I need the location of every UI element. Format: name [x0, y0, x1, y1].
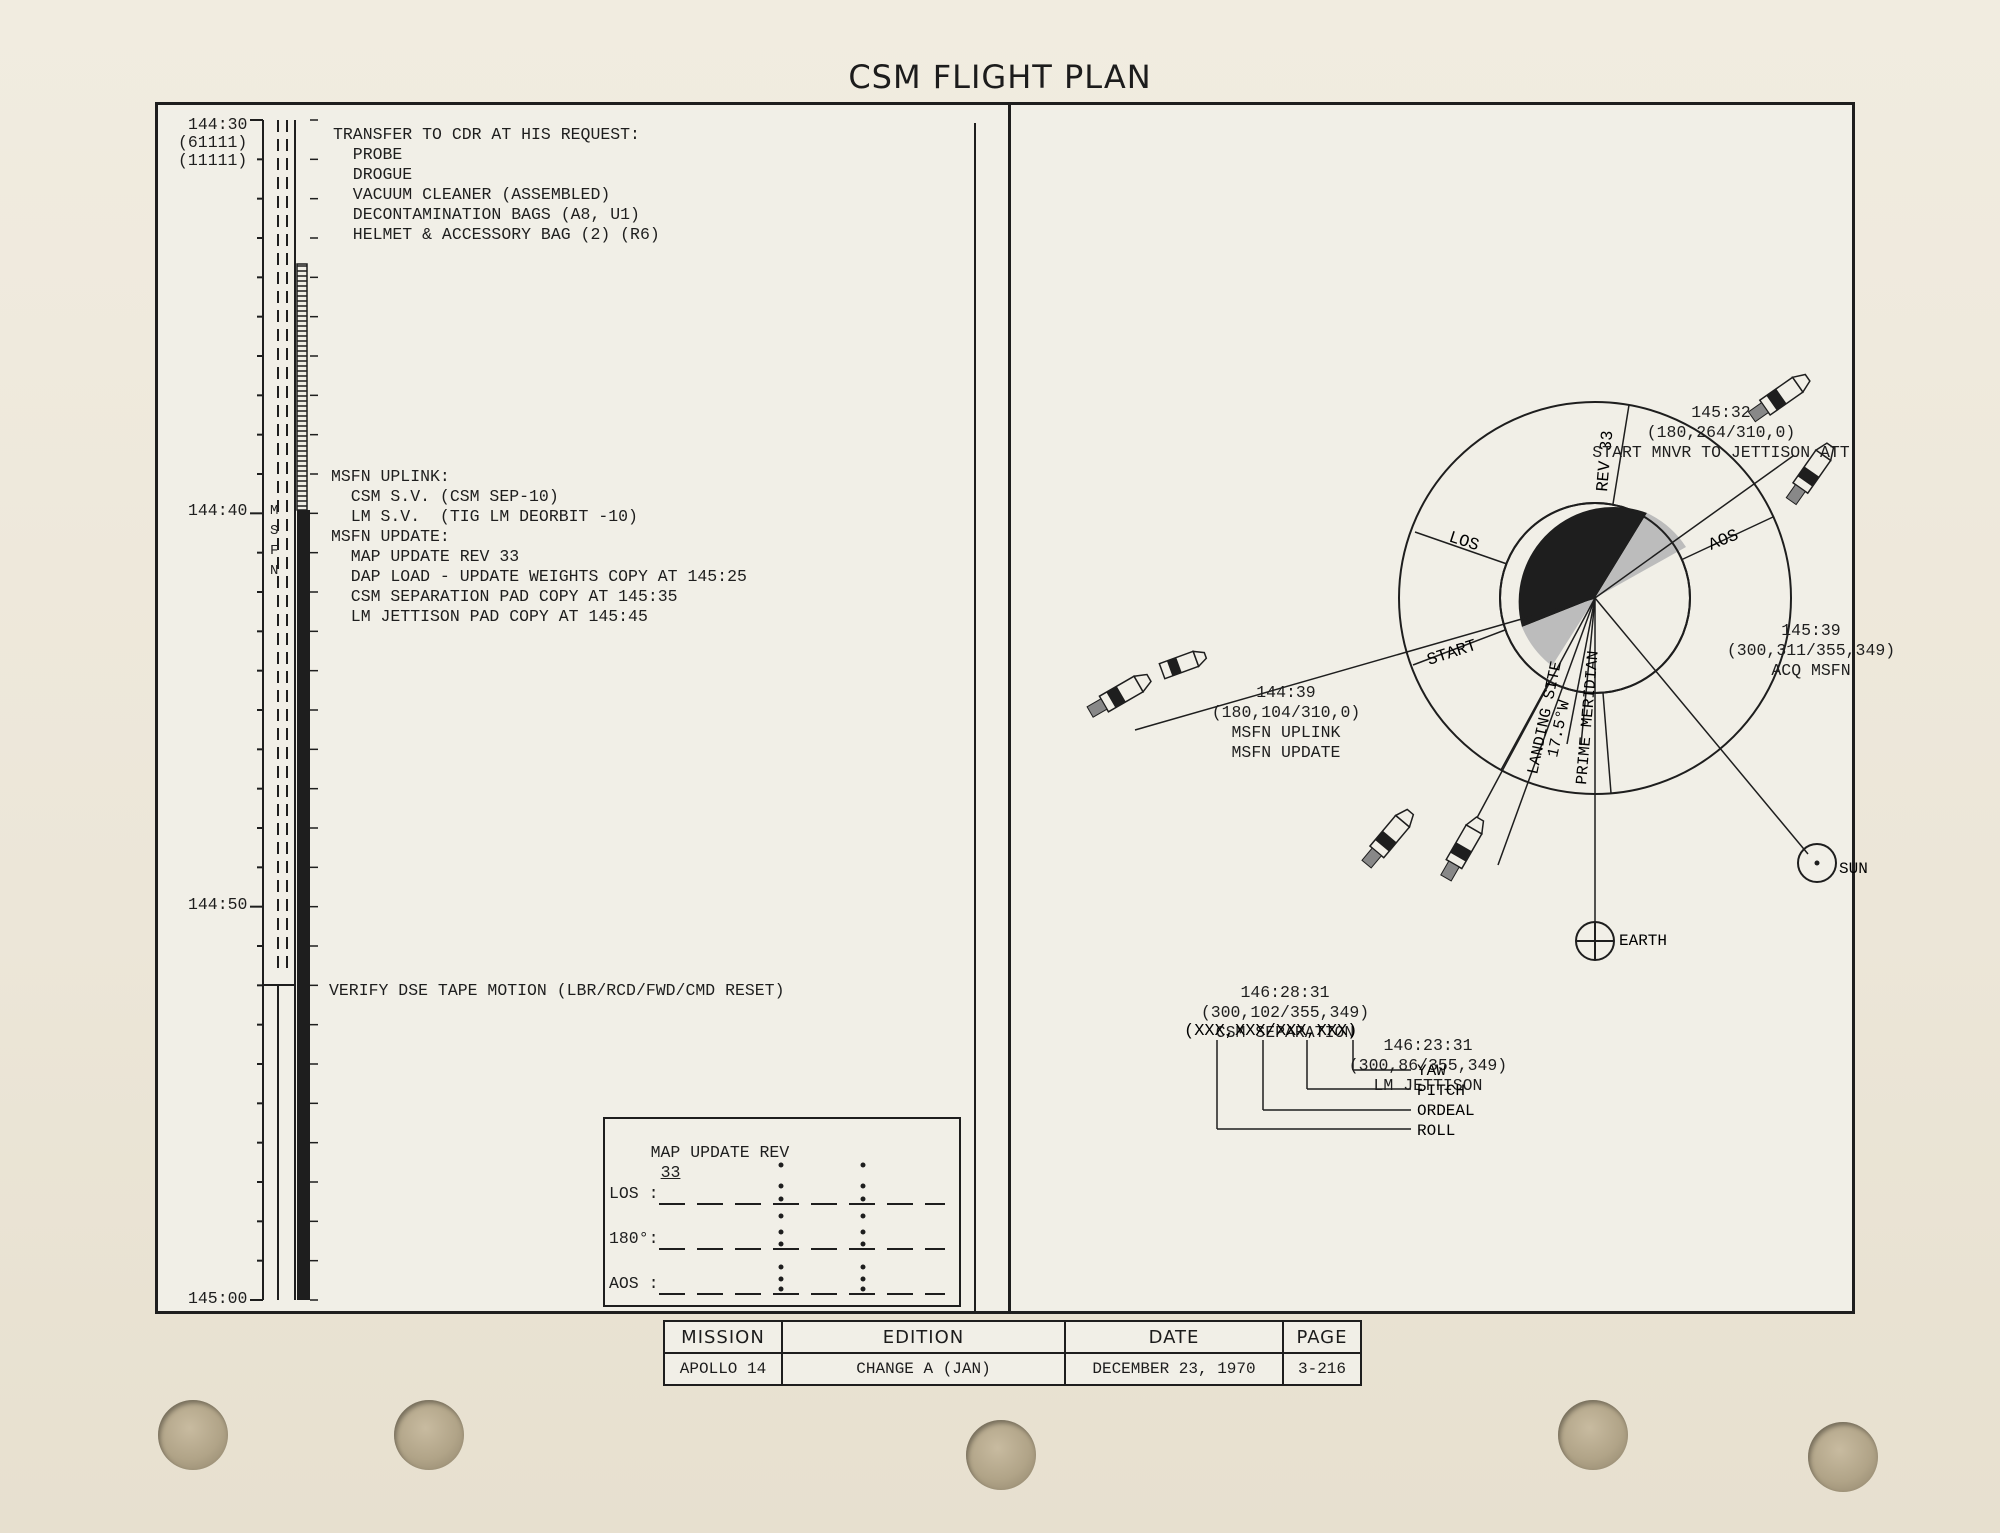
event-label: 145:32	[1691, 403, 1750, 422]
binder-hole	[966, 1420, 1036, 1490]
legend-ordeal: ORDEAL	[1417, 1102, 1475, 1120]
event-label: MSFN UPDATE	[1232, 743, 1341, 762]
legend-format: (XXX,XXX/XXX,XXX)	[1184, 1022, 1357, 1041]
flight-plan-frame: 144:30 (61111) (11111) 144:40 144:50 145…	[155, 102, 1895, 1314]
activity-right-rule	[974, 123, 976, 1311]
activity-line: CSM SEPARATION PAD COPY AT 145:35	[331, 587, 678, 606]
footer-mission: APOLLO 14	[663, 1352, 783, 1386]
event-label: 146:23:31	[1383, 1036, 1472, 1055]
event-label: 144:39	[1256, 683, 1315, 702]
footer-date: DECEMBER 23, 1970	[1064, 1352, 1284, 1386]
map-update-rev: 33	[660, 1163, 681, 1182]
msfn-coverage-bar	[297, 510, 310, 1300]
time-code-2: (11111)	[178, 151, 248, 170]
page-footer-table: MISSION EDITION DATE PAGE APOLLO 14 CHAN…	[663, 1320, 1362, 1386]
binder-hole	[1558, 1400, 1628, 1470]
footer-header-mission: MISSION	[663, 1320, 783, 1354]
sun-symbol	[1797, 843, 1837, 883]
map-update-label: MAP UPDATE REV	[650, 1143, 790, 1162]
activity-line: MAP UPDATE REV 33	[331, 547, 520, 566]
moon-terminator-shading	[1595, 513, 1686, 598]
activity-line: LM JETTISON PAD COPY AT 145:45	[331, 607, 648, 626]
activity-line: DECONTAMINATION BAGS (A8, U1)	[333, 205, 640, 224]
footer-header-edition: EDITION	[781, 1320, 1066, 1354]
station-letter-s: S	[270, 523, 279, 539]
event-label: 145:39	[1781, 621, 1840, 640]
footer-page: 3-216	[1282, 1352, 1362, 1386]
time-code-1: (61111)	[178, 133, 248, 152]
event-label: (180,264/310,0)	[1647, 423, 1796, 442]
los-label: LOS	[1446, 529, 1481, 557]
binder-hole	[394, 1400, 464, 1470]
station-letter-m: M	[270, 503, 279, 519]
time-label-144-50: 144:50	[188, 895, 248, 914]
sun-label: SUN	[1839, 860, 1868, 878]
legend-pitch: PITCH	[1417, 1082, 1465, 1100]
center-divider	[1008, 105, 1011, 1311]
activity-line: MSFN UPLINK:	[331, 467, 450, 486]
footer-header-date: DATE	[1064, 1320, 1284, 1354]
map-row-aos: AOS :	[609, 1274, 659, 1293]
station-letter-n: N	[270, 563, 279, 579]
event-label: (300,311/355,349)	[1727, 641, 1895, 660]
event-label: MSFN UPLINK	[1232, 723, 1341, 742]
timeline-hatch	[297, 265, 307, 507]
timeline-ticks	[250, 119, 318, 1301]
orbit-diagram: REV 33 LOS AOS START LANDING SITE 17.5°W…	[1086, 373, 1895, 1140]
activity-line: MSFN UPDATE:	[331, 527, 450, 546]
binder-hole	[158, 1400, 228, 1470]
map-update-box: MAP UPDATE REV 33 LOS : 180°: AOS :	[603, 1117, 961, 1307]
station-letter-f: F	[270, 543, 279, 559]
event-label: (300,102/355,349)	[1201, 1003, 1369, 1022]
aos-label: AOS	[1706, 526, 1741, 555]
time-label-144-30: 144:30	[188, 115, 248, 134]
event-label: START MNVR TO JETTISON ATT	[1592, 443, 1850, 462]
activity-line: DAP LOAD - UPDATE WEIGHTS COPY AT 145:25	[331, 567, 747, 586]
spacecraft-icon	[1086, 673, 1152, 718]
activity-line: LM S.V. (TIG LM DEORBIT -10)	[331, 507, 638, 526]
timeline	[250, 119, 318, 1301]
page-title: CSM FLIGHT PLAN	[848, 58, 1152, 96]
spacecraft-icon	[1158, 650, 1208, 680]
event-label: (180,104/310,0)	[1212, 703, 1361, 722]
footer-header-page: PAGE	[1282, 1320, 1362, 1354]
prime-meridian-label: PRIME MERIDIAN	[1573, 650, 1603, 785]
spacecraft-icon	[1361, 808, 1415, 869]
event-label: CSM SEPARATION	[1216, 1023, 1355, 1042]
legend-yaw: YAW	[1417, 1062, 1446, 1080]
start-label: START	[1425, 637, 1479, 671]
activity-line: HELMET & ACCESSORY BAG (2) (R6)	[333, 225, 660, 244]
event-label: 146:28:31	[1240, 983, 1329, 1002]
spacecraft-icon	[1440, 816, 1485, 882]
activity-line: TRANSFER TO CDR AT HIS REQUEST:	[333, 125, 640, 144]
map-row-180: 180°:	[609, 1229, 659, 1248]
time-label-145-00: 145:00	[188, 1289, 248, 1308]
spacecraft-icon	[1747, 373, 1811, 423]
event-label: ACQ MSFN	[1771, 661, 1850, 680]
activity-line: DROGUE	[333, 165, 413, 184]
activity-line: CSM S.V. (CSM SEP-10)	[331, 487, 559, 506]
moon-dark-side	[1518, 506, 1647, 627]
activity-line: VACUUM CLEANER (ASSEMBLED)	[333, 185, 611, 204]
event-label: LM JETTISON	[1374, 1076, 1483, 1095]
map-row-los: LOS :	[609, 1184, 659, 1203]
verify-dse-text: VERIFY DSE TAPE MOTION (LBR/RCD/FWD/CMD …	[329, 981, 785, 1000]
moon-terminator-shading-2	[1522, 598, 1595, 666]
spacecraft-icon	[1785, 442, 1835, 506]
footer-edition: CHANGE A (JAN)	[781, 1352, 1066, 1386]
binder-hole	[1808, 1422, 1878, 1492]
activity-line: PROBE	[333, 145, 403, 164]
time-label-144-40: 144:40	[188, 501, 248, 520]
earth-label: EARTH	[1619, 932, 1667, 950]
legend-roll: ROLL	[1417, 1122, 1455, 1140]
